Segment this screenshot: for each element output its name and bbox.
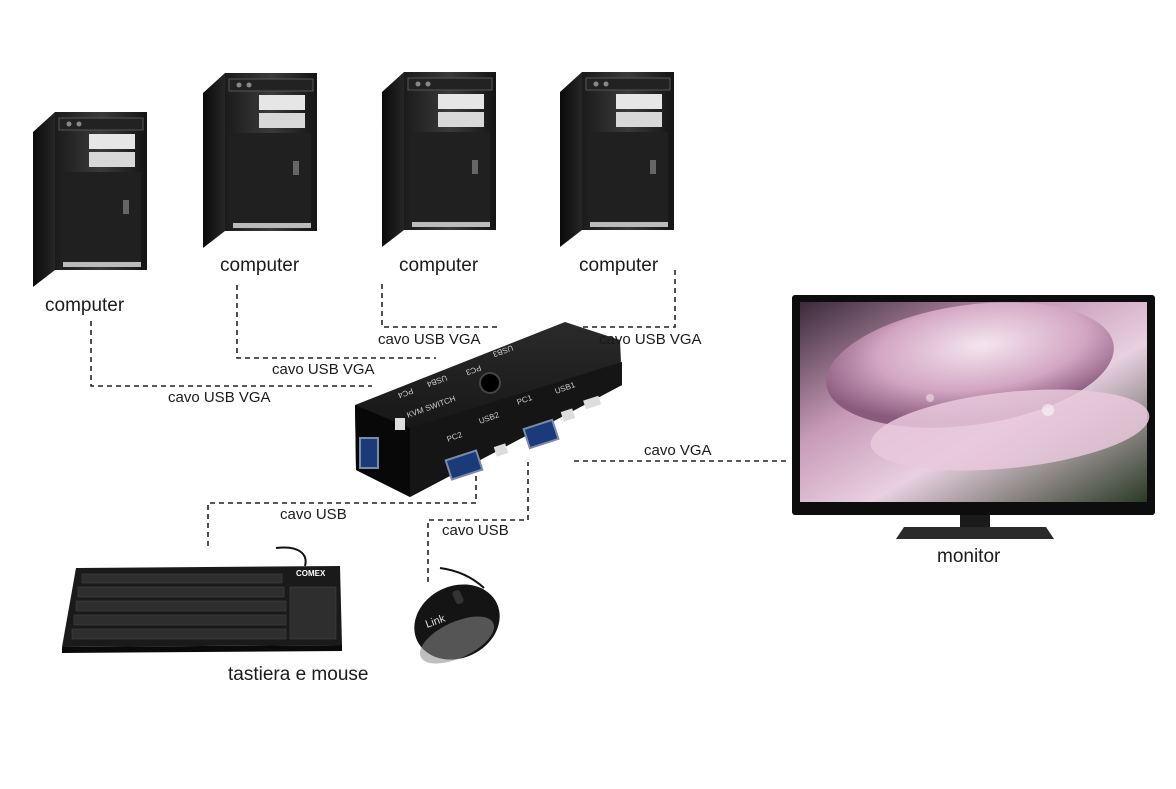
- cables: [90, 270, 786, 582]
- cable-pc3: [381, 284, 500, 328]
- label-computer-3: computer: [399, 255, 479, 276]
- label-peripherals: tastiera e mouse: [228, 664, 369, 685]
- label-computer-2: computer: [220, 255, 300, 276]
- computer-1: [32, 111, 148, 288]
- cable-pc2: [236, 285, 436, 359]
- label-cable-pc3: cavo USB VGA: [378, 331, 481, 348]
- label-cable-pc1: cavo USB VGA: [168, 389, 271, 406]
- computer-3: [381, 71, 497, 248]
- label-monitor: monitor: [937, 546, 1001, 567]
- label-cable-keyboard: cavo USB: [280, 506, 347, 523]
- label-computer-4: computer: [579, 255, 659, 276]
- keyboard-keys: [71, 573, 337, 640]
- cable-mouse: [427, 462, 529, 582]
- kvm-switch: KVM SWITCH PC1 PC2 PC3 PC4 USB1 USB2 USB…: [355, 322, 622, 497]
- cable-keyboard: [207, 465, 477, 546]
- cable-pc4: [582, 270, 676, 328]
- computer-2: [202, 72, 318, 249]
- keyboard-brand: COMEX: [296, 569, 326, 578]
- label-cable-monitor: cavo VGA: [644, 442, 712, 459]
- computer-4: [559, 71, 675, 248]
- label-cable-pc4: cavo USB VGA: [599, 331, 702, 348]
- keyboard: COMEX: [62, 546, 342, 653]
- mouse: Link: [414, 567, 500, 664]
- monitor: [792, 295, 1155, 539]
- label-cable-pc2: cavo USB VGA: [272, 361, 375, 378]
- cable-pc1: [90, 321, 372, 387]
- label-computer-1: computer: [45, 295, 125, 316]
- label-cable-mouse: cavo USB: [442, 522, 509, 539]
